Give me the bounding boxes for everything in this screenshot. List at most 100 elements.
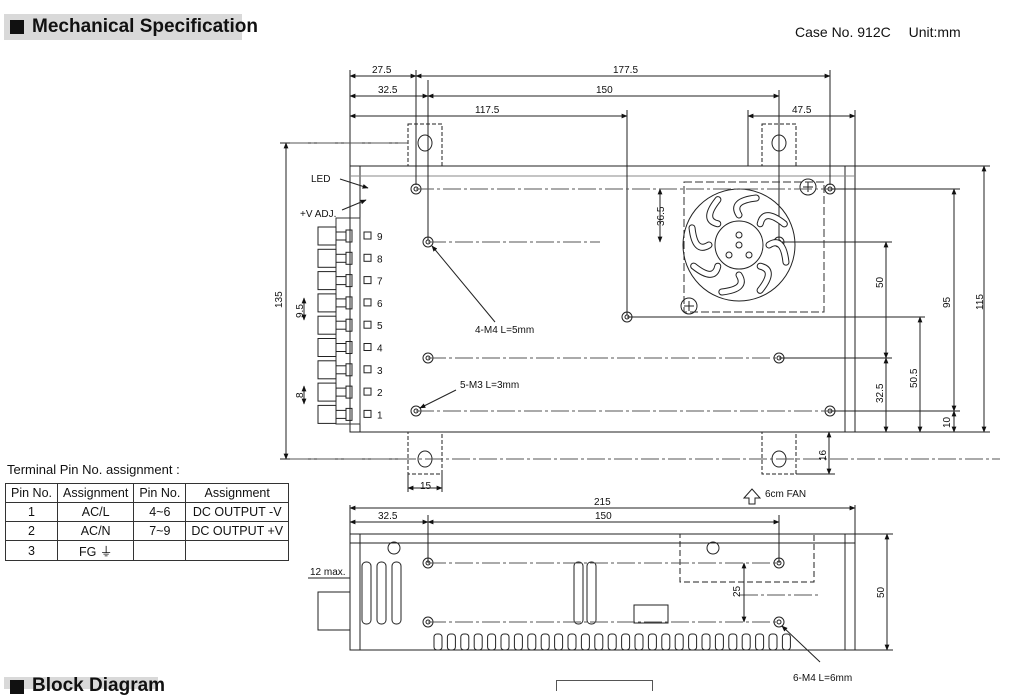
terminal-number: 1	[377, 410, 383, 421]
dim-50-5: 50.5	[909, 368, 920, 388]
vent-slot	[433, 633, 443, 651]
terminal-screw	[317, 293, 337, 313]
terminal-screw	[317, 315, 337, 335]
section-title: Mechanical Specification	[32, 16, 258, 37]
terminal-number: 4	[377, 344, 383, 355]
terminal-number: 9	[377, 232, 383, 243]
table-cell: 2	[5, 521, 58, 541]
vent-slot	[755, 633, 765, 651]
dim-32-5-right: 32.5	[875, 383, 886, 403]
vadj-label: +V ADJ.	[300, 209, 336, 220]
vent-slot	[634, 633, 644, 651]
block-diagram-box	[556, 680, 653, 691]
terminal-screw	[317, 226, 337, 246]
pin-table-title: Terminal Pin No. assignment :	[7, 462, 180, 477]
vent-slot	[473, 633, 483, 651]
unit-label: Unit:mm	[908, 24, 961, 40]
dim-135: 135	[274, 291, 285, 308]
vent-slot	[768, 633, 778, 651]
vent-slot	[741, 633, 751, 651]
dim-36-5: 36.5	[656, 206, 667, 226]
fan-label: 6cm FAN	[765, 489, 806, 500]
table-cell: DC OUTPUT +V	[185, 521, 290, 541]
terminal-screw	[317, 271, 337, 291]
terminal-number: 8	[377, 254, 383, 265]
vent-slot	[728, 633, 738, 651]
dim-47-5: 47.5	[792, 105, 812, 116]
case-number: Case No. 912C	[795, 24, 891, 40]
table-cell	[185, 540, 290, 561]
table-cell: 7~9	[133, 521, 187, 541]
terminal-number: 3	[377, 366, 383, 377]
table-cell: AC/N	[56, 521, 135, 541]
terminal-number: 5	[377, 321, 383, 332]
pin-assignment-table: Pin No. Assignment Pin No. Assignment 1 …	[5, 483, 290, 561]
dim-115: 115	[975, 294, 986, 310]
vent-slot	[607, 633, 617, 651]
table-cell	[133, 540, 187, 561]
led-label: LED	[311, 174, 330, 185]
dim-8: 8	[295, 392, 306, 398]
dim-32-5-top: 32.5	[378, 85, 398, 96]
vent-slot	[554, 633, 564, 651]
table-cell: FG ⏚	[56, 540, 135, 561]
dim-150-side: 150	[595, 511, 612, 522]
block-diagram-header: Block Diagram	[4, 675, 165, 696]
vent-slot	[621, 633, 631, 651]
dim-10: 10	[942, 416, 953, 428]
col-header: Assignment	[56, 483, 135, 503]
top-view-outline	[349, 165, 856, 433]
table-cell: AC/L	[56, 502, 135, 522]
vent-slot	[674, 633, 684, 651]
table-row: 1 AC/L 4~6 DC OUTPUT -V	[5, 502, 290, 522]
dim-215: 215	[594, 497, 611, 508]
terminal-number: 7	[377, 277, 383, 288]
vent-slot	[446, 633, 456, 651]
header-square-icon	[10, 20, 24, 34]
block-diagram-title: Block Diagram	[32, 675, 166, 696]
vent-slot	[781, 633, 791, 651]
terminal-screw	[317, 338, 337, 357]
table-cell: DC OUTPUT -V	[185, 502, 290, 522]
dim-117-5: 117.5	[475, 105, 500, 116]
vent-slot	[688, 633, 698, 651]
terminal-screw	[317, 248, 337, 268]
vent-slot	[460, 633, 470, 651]
dim-95: 95	[942, 296, 953, 308]
col-header: Assignment	[185, 483, 290, 503]
vent-slot	[661, 633, 671, 651]
vent-slot	[540, 633, 550, 651]
vent-slot	[594, 633, 604, 651]
dim-150-top: 150	[596, 85, 613, 96]
vent-slot	[500, 633, 510, 651]
terminal-screw	[317, 404, 337, 424]
terminal-number: 2	[377, 388, 383, 399]
vent-slot	[567, 633, 577, 651]
pin-table-header-row: Pin No. Assignment Pin No. Assignment	[5, 483, 290, 503]
col-header: Pin No.	[133, 483, 187, 503]
dim-32-5-side: 32.5	[378, 511, 398, 522]
vent-slot	[580, 633, 590, 651]
dim-27-5: 27.5	[372, 65, 392, 76]
table-cell: 4~6	[133, 502, 187, 522]
col-header: Pin No.	[5, 483, 58, 503]
vent-slot	[647, 633, 657, 651]
dim-50-side: 50	[876, 586, 887, 598]
dim-50-top: 50	[875, 276, 886, 288]
dim-16: 16	[818, 449, 829, 461]
m4-label: 4-M4 L=5mm	[475, 325, 534, 336]
m3-label: 5-M3 L=3mm	[460, 380, 519, 391]
table-row: 3 FG ⏚	[5, 540, 290, 561]
terminal-number: 6	[377, 299, 383, 310]
dim-25: 25	[732, 585, 743, 597]
terminal-screw	[317, 382, 337, 402]
vent-slot	[527, 633, 537, 651]
table-cell: 3	[5, 540, 58, 561]
dim-9-5: 9.5	[295, 304, 306, 318]
vent-slot	[701, 633, 711, 651]
case-info: Case No. 912C Unit:mm	[795, 24, 975, 40]
terminal-screw	[317, 360, 337, 380]
section-header: Mechanical Specification	[4, 14, 258, 40]
table-cell: 1	[5, 502, 58, 522]
